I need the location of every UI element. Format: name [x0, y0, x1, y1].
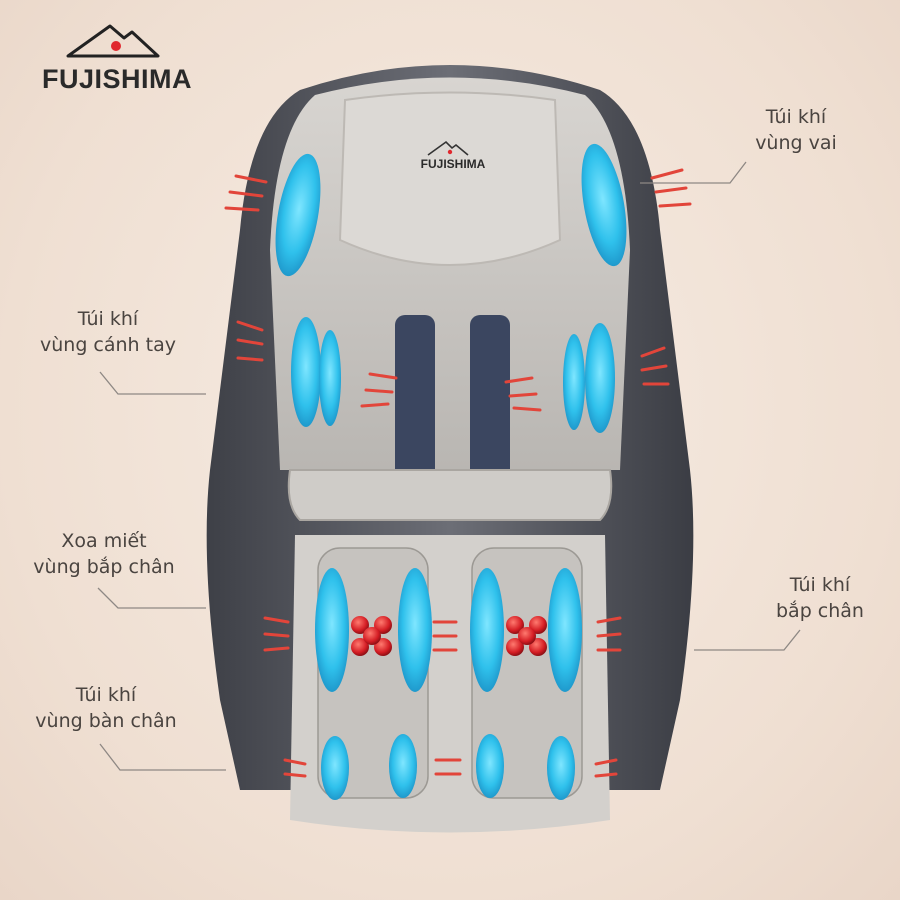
seat-stripe-left	[395, 315, 435, 480]
label-calf-knead: Xoa miết vùng bắp chân	[12, 528, 196, 580]
label-calf-knead-line2: vùng bắp chân	[33, 556, 175, 578]
headrest	[338, 91, 562, 266]
label-arm-line1: Túi khí	[77, 308, 139, 330]
label-calf-knead-line1: Xoa miết	[61, 530, 147, 552]
calf-roller-left	[351, 616, 392, 656]
airbag-calf-3	[470, 568, 504, 692]
airbag-arm-left-2	[319, 330, 341, 426]
label-foot-line1: Túi khí	[75, 684, 137, 706]
brand-logo-text: FUJISHIMA	[42, 64, 193, 94]
airbag-calf-2	[398, 568, 432, 692]
airbag-arm-left-1	[291, 317, 321, 427]
airbag-foot-1	[321, 736, 349, 800]
airbag-calf-1	[315, 568, 349, 692]
seat-stripe-right	[470, 315, 510, 480]
label-calf-line1: Túi khí	[789, 574, 851, 596]
brand-logo: FUJISHIMA	[28, 20, 228, 104]
airbag-shoulder-left	[275, 153, 321, 277]
headrest-logo-text: FUJISHIMA	[421, 157, 486, 171]
airbag-arm-right-1	[563, 334, 585, 430]
seat-cushion	[287, 469, 613, 521]
airbag-shoulder-right	[581, 143, 627, 267]
mountain-logo-icon	[66, 24, 160, 58]
airbag-foot-3	[476, 734, 504, 798]
label-calf-airbag: Túi khí bắp chân	[750, 572, 890, 624]
airbag-arm-right-2	[585, 323, 615, 433]
calf-roller-right	[506, 616, 547, 656]
label-arm-line2: vùng cánh tay	[40, 334, 176, 356]
callout-lines	[97, 161, 801, 771]
label-shoulder-line2: vùng vai	[755, 132, 837, 154]
label-shoulder-airbag: Túi khí vùng vai	[726, 104, 866, 156]
pressure-arrows	[224, 168, 692, 778]
airbag-foot-4	[547, 736, 575, 800]
label-arm-airbag: Túi khí vùng cánh tay	[18, 306, 198, 358]
airbag-foot-2	[389, 734, 417, 798]
label-shoulder-line1: Túi khí	[765, 106, 827, 128]
label-foot-airbag: Túi khí vùng bàn chân	[14, 682, 198, 734]
label-calf-line2: bắp chân	[776, 600, 864, 622]
label-foot-line2: vùng bàn chân	[35, 710, 177, 732]
airbag-calf-4	[548, 568, 582, 692]
headrest-logo: FUJISHIMA	[421, 140, 486, 171]
